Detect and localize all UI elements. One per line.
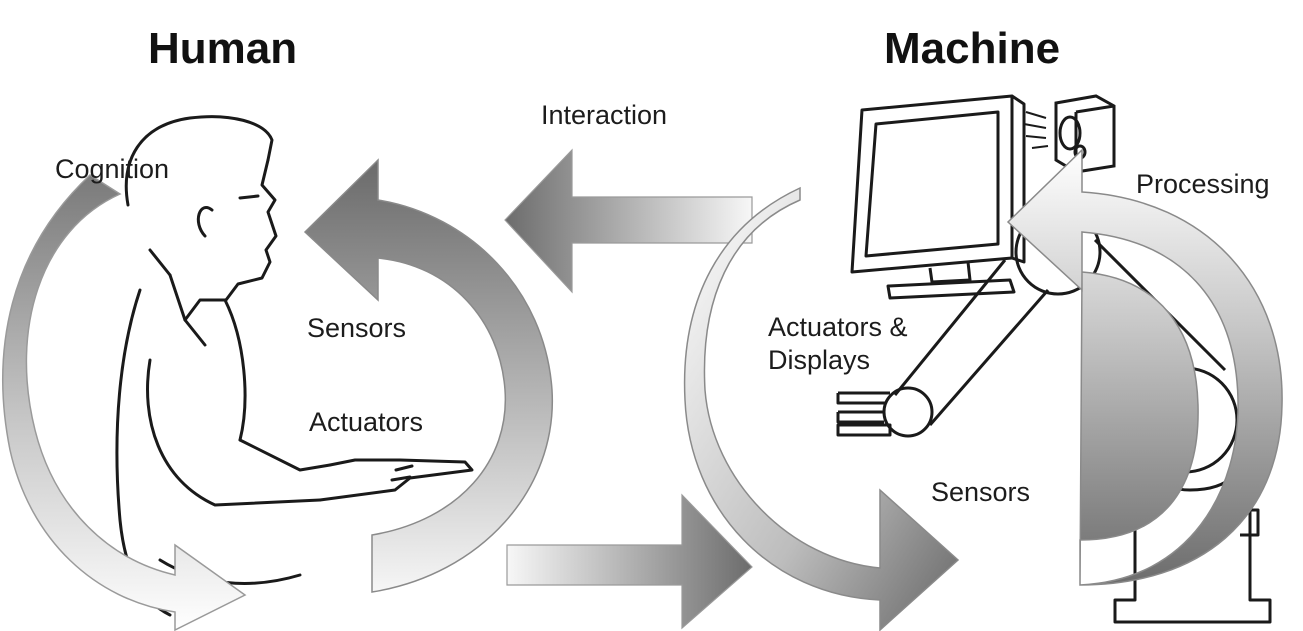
machine-sensors-label: Sensors [931, 477, 1031, 507]
processing-label: Processing [1136, 169, 1270, 199]
monitor-figure [850, 94, 1026, 300]
machine-actuators-loop [683, 186, 960, 631]
machine-processing-loop [1006, 148, 1283, 586]
camera-figure [1023, 94, 1116, 174]
human-actuators-label: Actuators [309, 407, 424, 437]
interaction-arrow-human-to-machine [506, 493, 753, 630]
human-sensors-label: Sensors [307, 313, 407, 343]
actuators-displays-line1: Actuators & [768, 312, 908, 342]
human-title: Human [148, 24, 298, 73]
machine-title: Machine [884, 24, 1061, 73]
interaction-label: Interaction [541, 100, 668, 130]
human-sensors-actuators-loop [303, 158, 554, 593]
human-cognition-loop [2, 174, 247, 631]
actuators-displays-label: Actuators & Displays [768, 311, 908, 377]
human-figure [115, 115, 474, 617]
actuators-displays-line2: Displays [768, 345, 871, 375]
cognition-label: Cognition [55, 154, 170, 184]
